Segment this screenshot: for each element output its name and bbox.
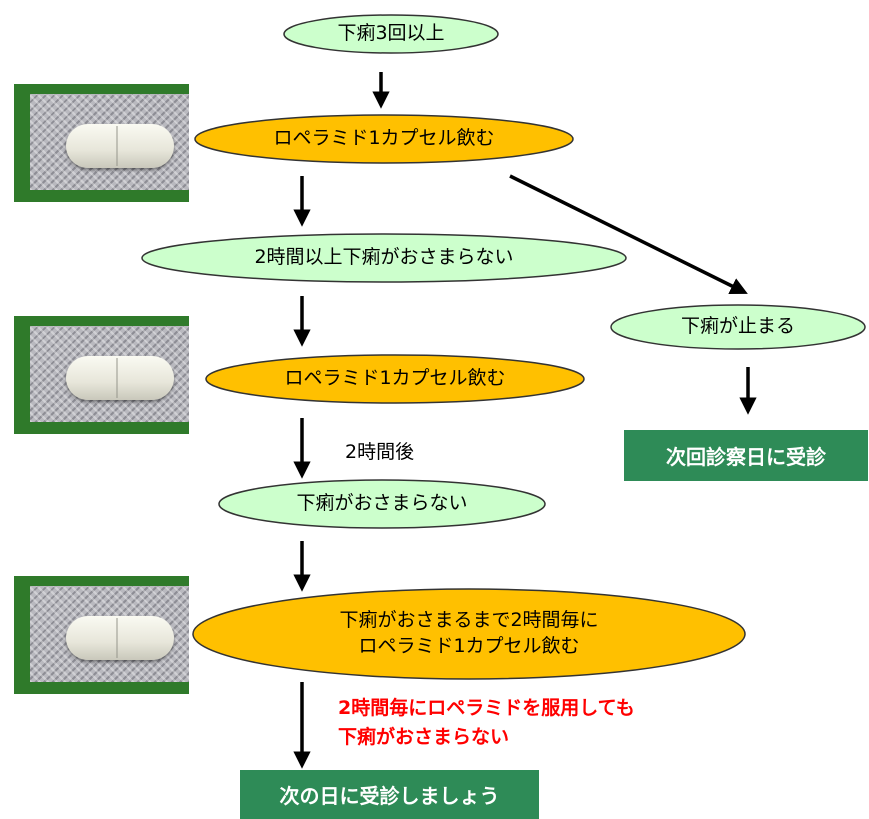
node-7-label: 下痢がおさまらない: [296, 492, 468, 515]
node-9-box: 次の日に受診しましょう: [240, 770, 539, 819]
node-5-label: ロペラミド1カプセル飲む: [284, 367, 506, 390]
blister-foil: [30, 326, 189, 422]
capsule-image: [66, 356, 174, 400]
warning-line-2: 下痢がおさまらない: [338, 726, 510, 748]
node-4-shape: [610, 304, 866, 350]
node-3-shape: [141, 233, 627, 283]
blister-foil: [30, 586, 189, 682]
node-3-label: 2時間以上下痢がおさまらない: [254, 246, 514, 269]
node-8-line-2: ロペラミド1カプセル飲む: [358, 635, 580, 657]
node-7-shape: [218, 479, 546, 529]
warning-text: 2時間毎にロペラミドを服用しても 下痢がおさまらない: [338, 694, 635, 752]
node-8-label: 下痢がおさまるまで2時間毎に ロペラミド1カプセル飲む: [193, 589, 745, 679]
node-5-shape: [205, 354, 585, 404]
node-1-shape: [283, 14, 499, 54]
capsule-photo-2: [14, 316, 189, 434]
capsule-image: [66, 124, 174, 168]
capsule-photo-1: [14, 84, 189, 202]
after-2h-label: 2時間後: [345, 441, 415, 463]
node-2-shape: [194, 114, 574, 164]
blister-foil: [30, 94, 189, 190]
capsule-photo-3: [14, 576, 189, 694]
node-1-label: 下痢3回以上: [337, 22, 445, 45]
node-4-label: 下痢が止まる: [680, 315, 795, 338]
node-8-shape: [192, 588, 746, 680]
node-8-line-1: 下痢がおさまるまで2時間毎に: [339, 609, 599, 632]
capsule-image: [66, 616, 174, 660]
node-6-box: 次回診察日に受診: [624, 430, 868, 481]
warning-line-1: 2時間毎にロペラミドを服用しても: [338, 697, 635, 719]
arrow-2-to-4: [509, 174, 748, 294]
node-2-label: ロペラミド1カプセル飲む: [273, 127, 495, 150]
